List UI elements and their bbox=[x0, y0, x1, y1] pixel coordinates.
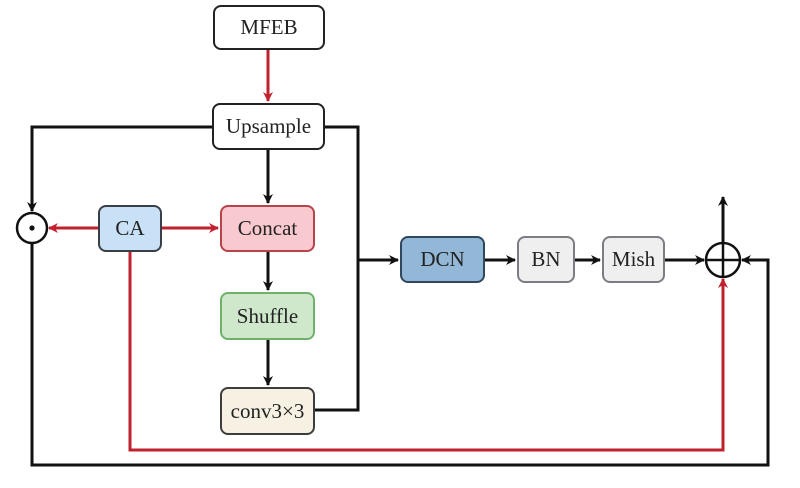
mfeb-label: MFEB bbox=[240, 15, 298, 39]
ca-node: CA bbox=[98, 205, 162, 252]
upsample-node: Upsample bbox=[212, 103, 325, 150]
conv3x3-node: conv3×3 bbox=[220, 387, 315, 435]
mfeb-node: MFEB bbox=[213, 5, 325, 50]
bn-node: BN bbox=[517, 236, 575, 283]
mish-label: Mish bbox=[611, 247, 656, 271]
dcn-node: DCN bbox=[400, 236, 485, 283]
edge-upsample-multiply bbox=[27, 125, 212, 212]
upsample-label: Upsample bbox=[225, 114, 312, 138]
dcn-label: DCN bbox=[420, 247, 465, 271]
ca-label: CA bbox=[115, 216, 145, 240]
edge-multiply-add bbox=[30, 244, 770, 467]
concat-label: Concat bbox=[237, 216, 298, 240]
conv3x3-label: conv3×3 bbox=[230, 398, 305, 423]
concat-node: Concat bbox=[220, 205, 315, 252]
multiply-operator-icon bbox=[15, 211, 49, 245]
edge-upsample-right bbox=[315, 125, 360, 412]
bn-label: BN bbox=[531, 247, 561, 271]
edge-ca-add bbox=[128, 252, 728, 452]
mish-node: Mish bbox=[602, 236, 665, 283]
shuffle-node: Shuffle bbox=[220, 292, 315, 340]
shuffle-label: Shuffle bbox=[236, 303, 299, 328]
add-operator-icon bbox=[704, 241, 742, 279]
